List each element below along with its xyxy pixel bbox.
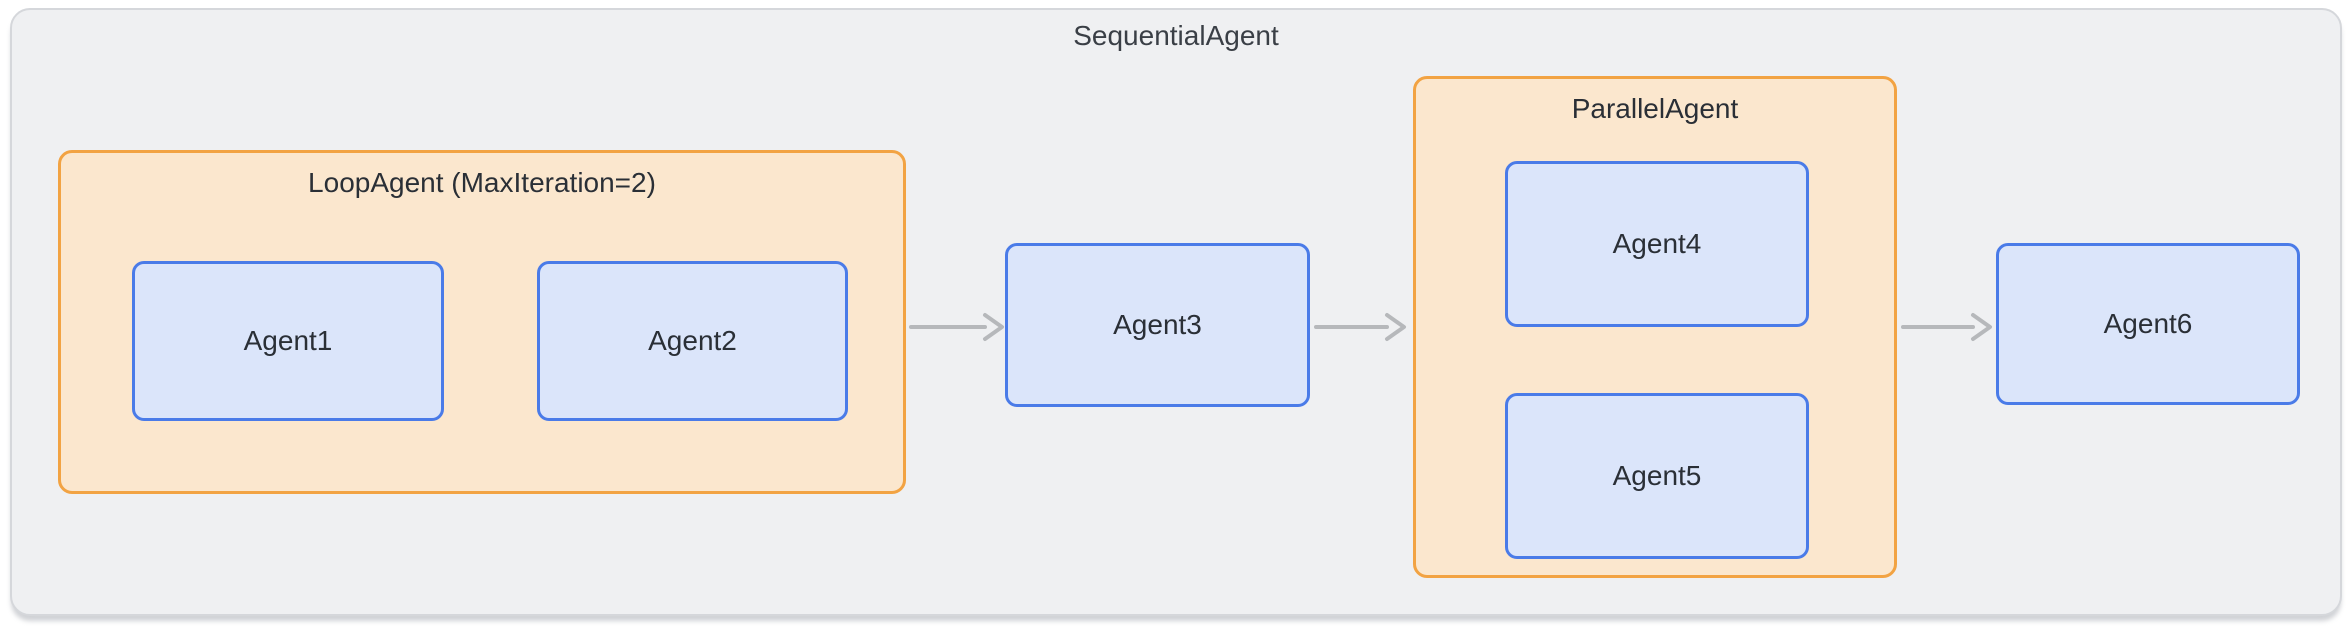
node-agent3: Agent3 bbox=[1005, 243, 1310, 407]
node-agent2: Agent2 bbox=[537, 261, 848, 421]
loop-agent-group: LoopAgent (MaxIteration=2) Agent1 Agent2 bbox=[58, 150, 906, 494]
node-agent5: Agent5 bbox=[1505, 393, 1809, 559]
parallel-agent-group: ParallelAgent Agent4 Agent5 bbox=[1413, 76, 1897, 578]
node-agent6-label: Agent6 bbox=[2103, 308, 2193, 339]
diagram-title: SequentialAgent bbox=[1073, 20, 1279, 51]
node-agent5-label: Agent5 bbox=[1612, 460, 1702, 491]
parallel-agent-label: ParallelAgent bbox=[1571, 93, 1739, 124]
loop-agent-label: LoopAgent (MaxIteration=2) bbox=[308, 167, 656, 198]
node-agent6: Agent6 bbox=[1996, 243, 2300, 405]
node-agent1-label: Agent1 bbox=[243, 325, 333, 356]
node-agent3-label: Agent3 bbox=[1113, 309, 1202, 340]
node-agent1: Agent1 bbox=[132, 261, 444, 421]
node-agent4-label: Agent4 bbox=[1612, 228, 1702, 259]
node-agent2-label: Agent2 bbox=[648, 325, 737, 356]
node-agent4: Agent4 bbox=[1505, 161, 1809, 327]
